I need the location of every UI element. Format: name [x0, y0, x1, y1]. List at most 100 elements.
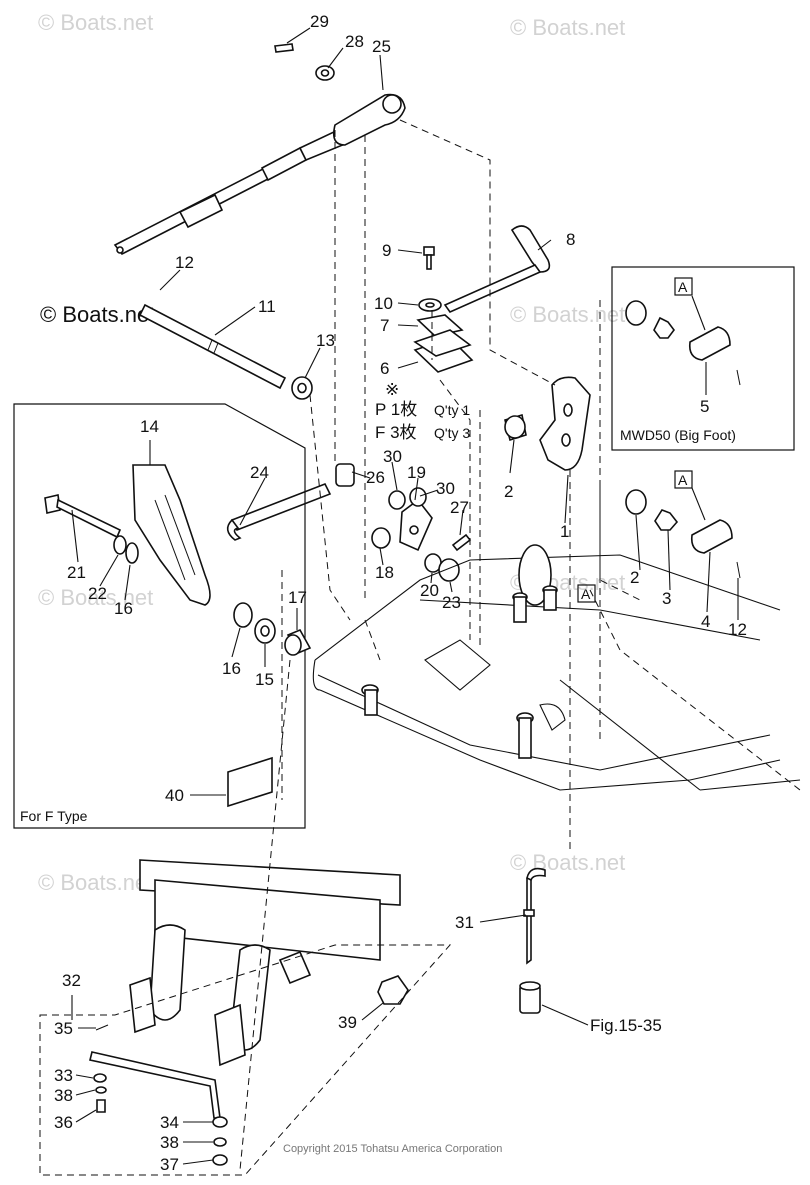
callout-36: 36 — [54, 1113, 73, 1132]
collar-17 — [284, 628, 312, 656]
bolt-21 — [44, 494, 122, 539]
screw-27 — [451, 533, 472, 552]
callout-30-right: 30 — [436, 479, 455, 498]
callout-1: 1 — [560, 522, 569, 541]
washer-18 — [371, 527, 391, 549]
bracket-14 — [132, 464, 211, 606]
washer-16-left — [125, 542, 139, 564]
pin-29 — [274, 43, 294, 53]
callout-22: 22 — [88, 584, 107, 603]
washer-28 — [315, 65, 335, 81]
callout-26: 26 — [366, 468, 385, 487]
callout-10: 10 — [374, 294, 393, 313]
callout-27: 27 — [450, 498, 469, 517]
washer-30-right — [409, 487, 427, 507]
callout-38-right: 38 — [160, 1133, 179, 1152]
callout-14: 14 — [140, 417, 159, 436]
steering-rod-11 — [138, 303, 287, 390]
callout-16-right: 16 — [222, 659, 241, 678]
callout-8: 8 — [566, 230, 575, 249]
callout-37: 37 — [160, 1155, 179, 1174]
quantity-note: ※ P 1枚 Q'ty 1 F 3枚 Q'ty 3 — [375, 380, 470, 442]
rod-24 — [226, 482, 332, 541]
transom-frame — [312, 544, 801, 791]
callout-29: 29 — [310, 12, 329, 31]
callout-18: 18 — [375, 563, 394, 582]
collar-26 — [335, 463, 355, 487]
right-parts-cluster — [625, 489, 741, 579]
callout-19: 19 — [407, 463, 426, 482]
callout-39: 39 — [338, 1013, 357, 1032]
watermark-dark: © Boats.net — [40, 302, 155, 327]
callout-2-lower: 2 — [630, 568, 639, 587]
watermark-mid-left: © Boats.net — [38, 585, 153, 610]
handle-8 — [443, 225, 551, 313]
washer-15 — [254, 618, 276, 644]
rod-31 — [523, 867, 546, 965]
note-p-qty: Q'ty 1 — [434, 402, 470, 418]
note-symbol: ※ — [385, 380, 399, 399]
mwd-parts — [625, 300, 741, 386]
ref-marker-a-right: A — [678, 472, 688, 488]
ref-marker-a-top: A — [678, 279, 688, 295]
plate-6 — [413, 329, 474, 373]
nut-23 — [438, 558, 460, 582]
callout-23: 23 — [442, 593, 461, 612]
washer-13 — [291, 376, 313, 400]
watermark-bottom-left: © Boats.net — [38, 870, 153, 895]
bolt-9 — [423, 246, 435, 270]
note-p-line: P 1枚 — [375, 400, 417, 419]
assembly-32-dashed-box — [39, 944, 452, 1176]
washer-30-left — [388, 490, 406, 510]
watermark-top-left: © Boats.net — [38, 10, 153, 35]
callout-32: 32 — [62, 971, 81, 990]
tab-plate-19 — [399, 498, 433, 552]
copyright-text: Copyright 2015 Tohatsu America Corporati… — [283, 1143, 502, 1155]
callout-21: 21 — [67, 563, 86, 582]
note-f-qty: Q'ty 3 — [434, 425, 470, 441]
callout-12-top: 12 — [175, 253, 194, 272]
callout-2-upper: 2 — [504, 482, 513, 501]
callout-9: 9 — [382, 241, 391, 260]
figure-ref: Fig.15-35 — [590, 1016, 662, 1035]
bushing-fig15-35 — [519, 981, 541, 1014]
lower-clamp-assembly — [129, 859, 401, 1067]
rod-32-assembly — [89, 1024, 228, 1166]
bushing-2-upper — [504, 413, 527, 442]
ref-box-a-top — [674, 277, 693, 296]
callout-12-right: 12 — [728, 620, 747, 639]
note-f-line: F 3枚 — [375, 423, 417, 442]
callout-3: 3 — [662, 589, 671, 608]
callout-11: 11 — [258, 297, 276, 316]
callout-35: 35 — [54, 1019, 73, 1038]
callout-34: 34 — [160, 1113, 179, 1132]
callout-16-left: 16 — [114, 599, 133, 618]
leader-lines — [71, 27, 739, 1165]
callout-25: 25 — [372, 37, 391, 56]
callout-17: 17 — [288, 588, 307, 607]
nut-39 — [377, 975, 409, 1005]
callout-13: 13 — [316, 331, 335, 350]
guide-lines — [239, 119, 801, 1171]
callout-33: 33 — [54, 1066, 73, 1085]
washer-10 — [418, 298, 442, 312]
label-40 — [227, 756, 273, 808]
callout-4: 4 — [701, 612, 710, 631]
ref-box-a-frame — [577, 584, 596, 603]
washer-16-right — [233, 602, 253, 628]
callout-38-left: 38 — [54, 1086, 73, 1105]
callout-6: 6 — [380, 359, 389, 378]
ref-marker-a-frame: A — [581, 586, 591, 602]
cable-end-assembly — [113, 128, 347, 256]
callout-20: 20 — [420, 581, 439, 600]
callout-31: 31 — [455, 913, 474, 932]
bracket-1 — [539, 376, 591, 471]
ref-box-a-right — [674, 470, 693, 489]
watermark-mid-right: © Boats.net — [510, 302, 625, 327]
callout-30-left: 30 — [383, 447, 402, 466]
callout-28: 28 — [345, 32, 364, 51]
callout-40: 40 — [165, 786, 184, 805]
watermark-bottom-right: © Boats.net — [510, 850, 625, 875]
f-type-label: For F Type — [20, 808, 88, 824]
